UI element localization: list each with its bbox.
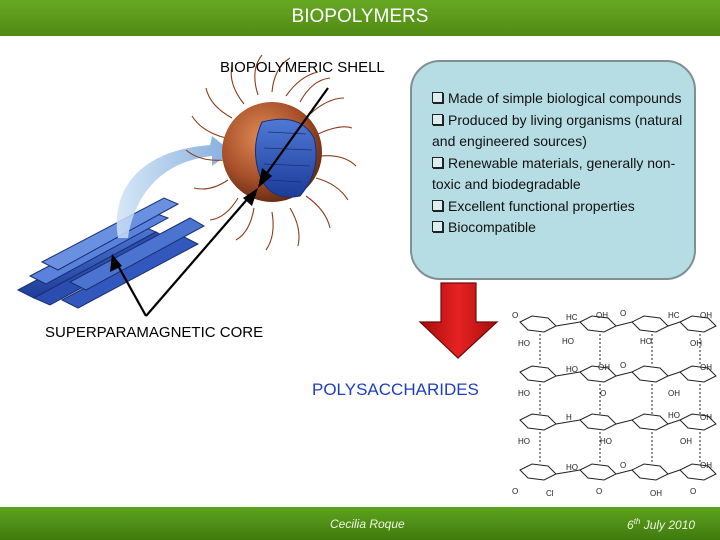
atom-label: OH (668, 389, 680, 398)
atom-label: HO (566, 463, 578, 472)
atom-label: HO (518, 339, 530, 348)
atom-label: HC (566, 313, 578, 322)
nanoparticle-sphere (185, 54, 357, 251)
date-day: 6 (627, 518, 634, 532)
atom-label: OH (650, 489, 662, 498)
checkbox-bullet-icon (432, 113, 443, 125)
footer-date: 6th July 2010 (627, 517, 695, 532)
atom-label: OH (700, 311, 712, 320)
property-text: Biocompatible (448, 219, 536, 235)
date-rest: July 2010 (640, 518, 696, 532)
curved-arrow (116, 136, 232, 238)
atom-label: O (512, 487, 518, 496)
property-text: Produced by living organisms (natural an… (432, 111, 683, 150)
down-arrow (418, 282, 499, 359)
atom-label: OH (680, 437, 692, 446)
property-text: Made of simple biological compounds (448, 90, 682, 106)
atom-label: O (512, 311, 518, 320)
property-item: Renewable materials, generally non-toxic… (432, 153, 684, 196)
atom-label: HO (668, 411, 680, 420)
atom-label: HO (518, 437, 530, 446)
checkbox-bullet-icon (432, 199, 443, 211)
properties-box: Made of simple biological compounds Prod… (410, 60, 696, 280)
core-label: SUPERPARAMAGNETIC CORE (45, 324, 264, 341)
polysaccharide-structure (519, 315, 717, 481)
polysaccharides-label: POLYSACCHARIDES (312, 380, 479, 399)
atom-label: HO (562, 337, 574, 346)
shell-label: BIOPOLYMERIC SHELL (220, 59, 385, 76)
checkbox-bullet-icon (432, 156, 443, 168)
footer-author: Cecilia Roque (330, 517, 405, 531)
structure-atom-labels: O HC OH O HC OH HO HO HO OH HO OH O OH H… (512, 309, 712, 498)
header-bar (0, 0, 720, 36)
property-text: Excellent functional properties (448, 197, 635, 214)
atom-label: O (620, 361, 626, 370)
checkbox-bullet-icon (432, 92, 443, 103)
checkbox-bullet-icon (432, 221, 443, 232)
atom-label: Cl (546, 489, 554, 498)
atom-label: O (620, 309, 626, 318)
atom-label: OH (700, 363, 712, 372)
core-pointer-arrow (110, 188, 258, 317)
atom-label: HC (668, 311, 680, 320)
shell-pointer-arrow (258, 87, 329, 188)
slide-title: BIOPOLYMERS (291, 6, 429, 27)
footer-bar (0, 507, 720, 540)
property-item: Biocompatible (432, 217, 684, 239)
property-item: Produced by living organisms (natural an… (432, 110, 684, 153)
atom-label: OH (596, 311, 608, 320)
atom-label: HO (518, 389, 530, 398)
atom-label: OH (598, 363, 610, 372)
date-suffix: th (633, 517, 641, 526)
atom-label: OH (690, 339, 702, 348)
atom-label: HO (640, 337, 652, 346)
property-item: Made of simple biological compounds (432, 88, 684, 110)
atom-label: O (596, 487, 602, 496)
atom-label: OH (700, 413, 712, 422)
atom-label: HO (566, 365, 578, 374)
atom-label: O (600, 389, 606, 398)
atom-label: O (690, 487, 696, 496)
property-item: Excellent functional properties (432, 196, 684, 218)
atom-label: H (566, 413, 572, 422)
magnetic-core-rods (16, 197, 206, 309)
atom-label: HO (600, 437, 612, 446)
atom-label: OH (700, 461, 712, 470)
atom-label: O (620, 461, 626, 470)
property-text: Renewable materials, generally non-toxic… (432, 154, 676, 193)
